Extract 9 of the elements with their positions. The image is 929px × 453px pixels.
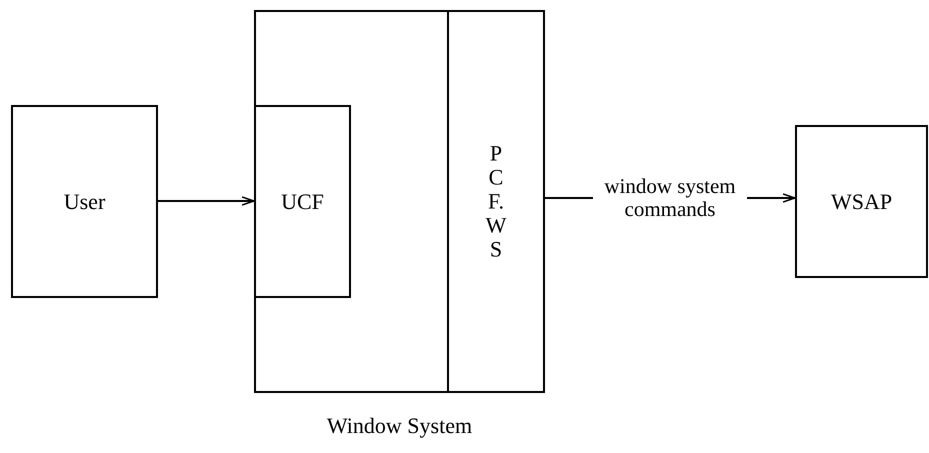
node-label: User xyxy=(64,188,106,214)
node-label: WSAP xyxy=(830,188,892,214)
node-label: Window System xyxy=(326,413,472,439)
process-box xyxy=(795,125,928,278)
process-box xyxy=(254,105,351,298)
process-box xyxy=(11,105,158,298)
node-label: UCF xyxy=(281,188,324,214)
arrow xyxy=(158,196,255,206)
node-label: PCF.WS xyxy=(485,141,507,262)
